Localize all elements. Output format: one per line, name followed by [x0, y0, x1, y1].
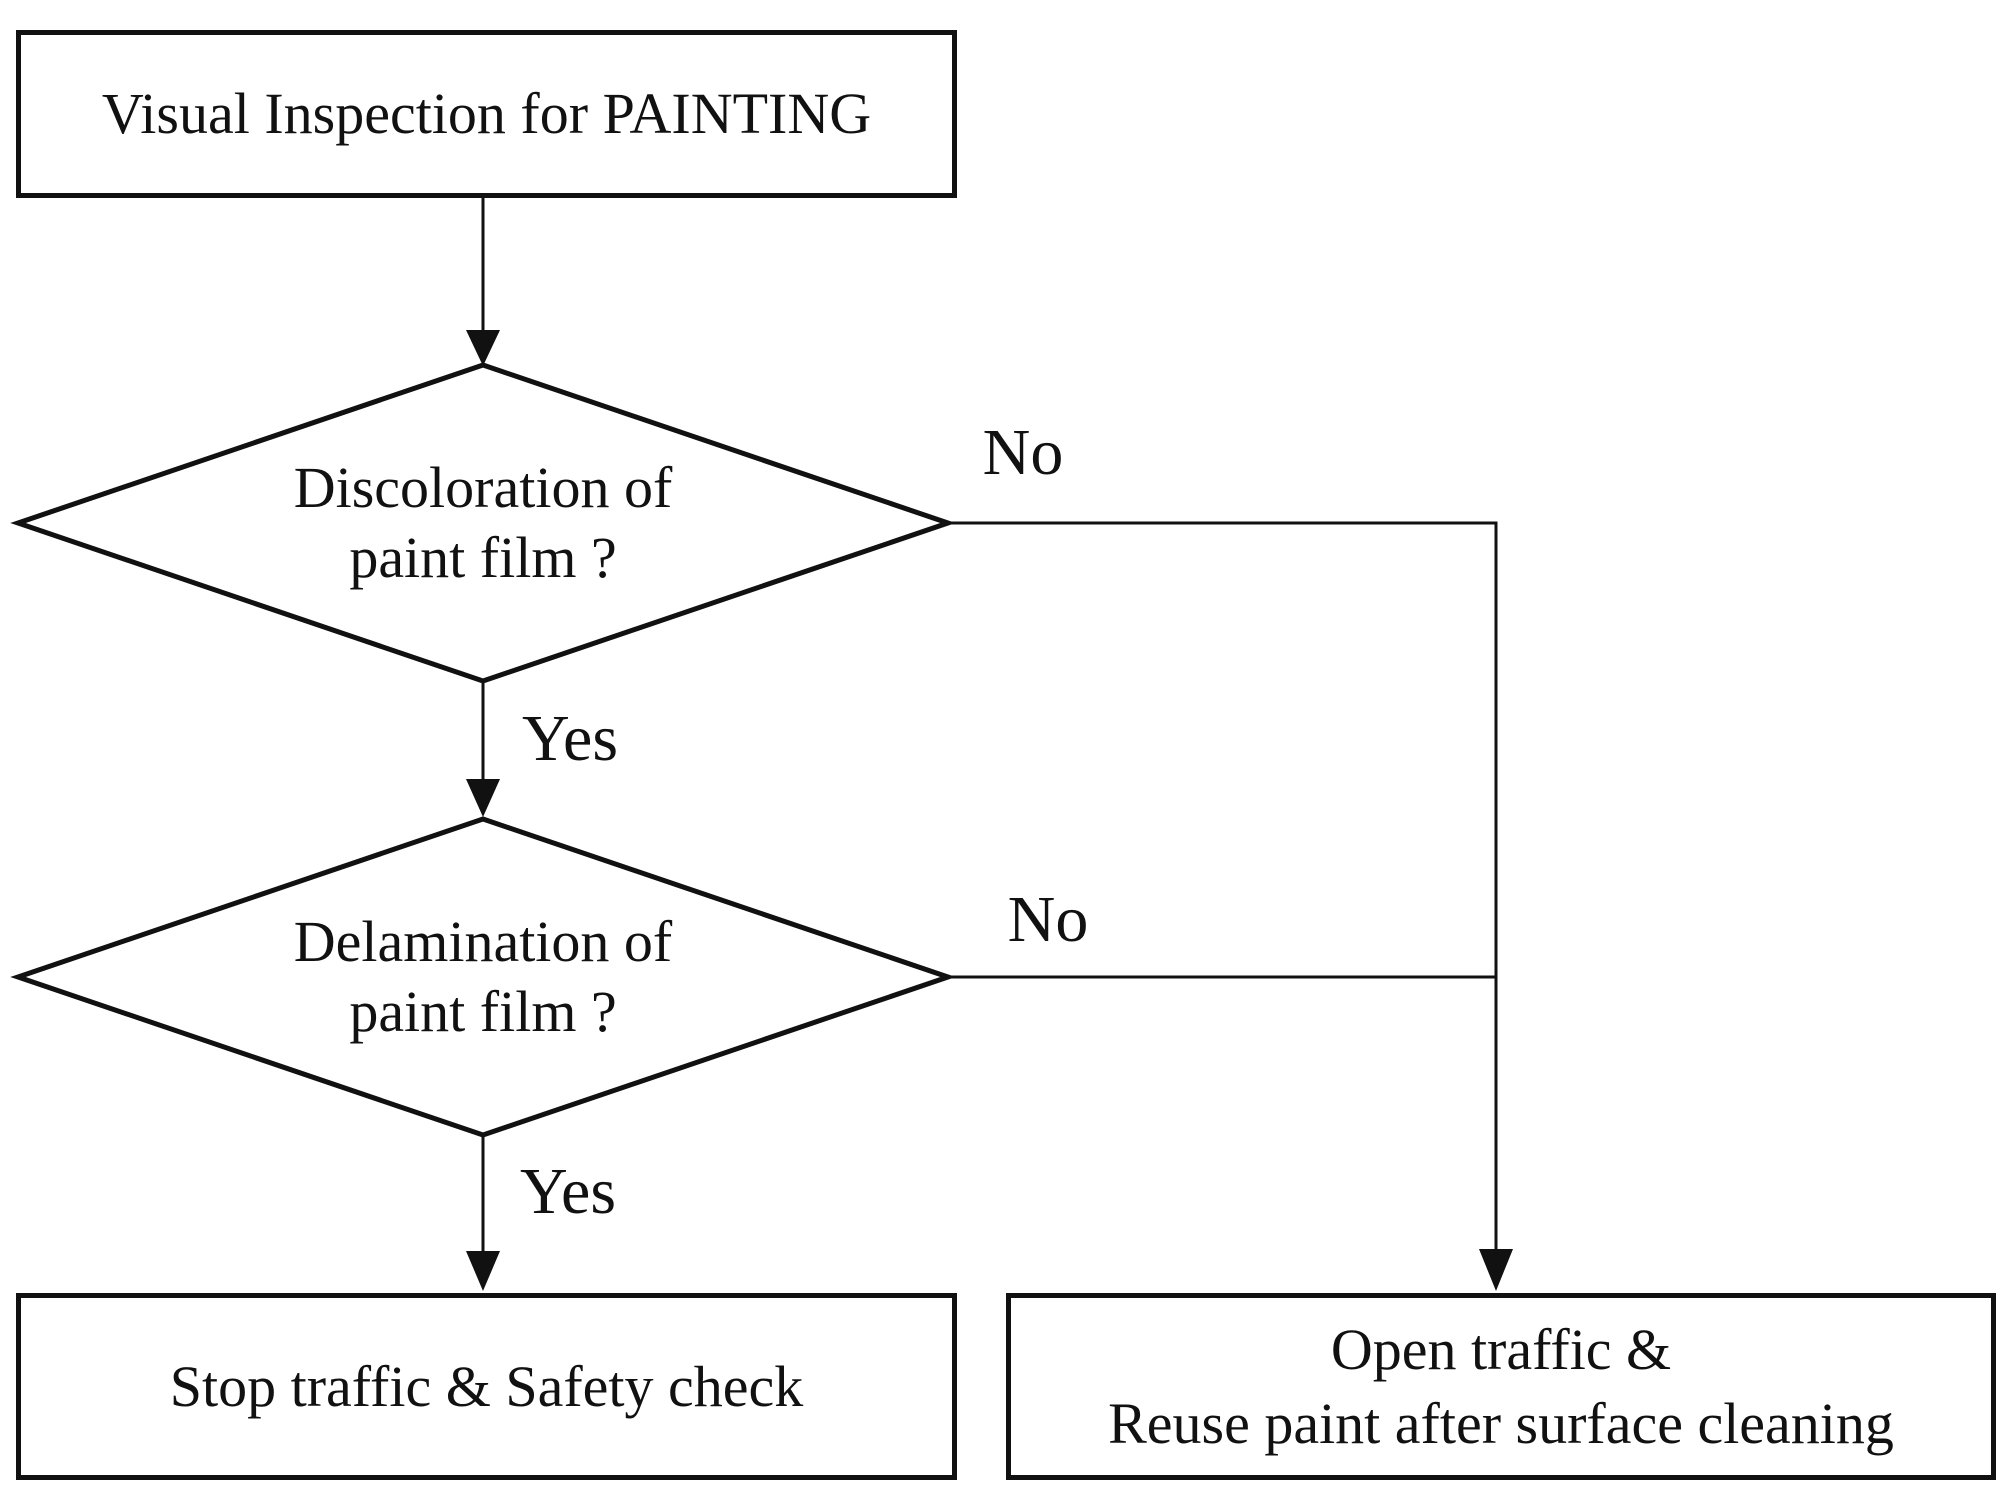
edge-label-delamination-yes: Yes — [519, 1155, 617, 1228]
node-outcome-stop: Stop traffic & Safety check — [16, 1293, 957, 1480]
arrowhead-icon — [466, 330, 500, 366]
node-outcome-open: Open traffic & Reuse paint after surface… — [1006, 1293, 1996, 1480]
arrowhead-icon — [466, 779, 500, 817]
decision-diamond-discoloration — [10, 362, 956, 684]
node-start-label: Visual Inspection for PAINTING — [101, 81, 872, 147]
decision-diamond-delamination — [10, 816, 956, 1138]
edge-label-discoloration-no: No — [982, 416, 1064, 489]
edge-discoloration-no — [948, 521, 1498, 1251]
arrowhead-icon — [1479, 1249, 1513, 1291]
node-decision-delamination-label: Delamination of paint film ? — [133, 867, 833, 1087]
decision-discoloration-line1: Discoloration of — [293, 455, 673, 521]
arrowhead-icon — [466, 1251, 500, 1291]
node-outcome-open-line1: Open traffic & — [1330, 1317, 1672, 1383]
edge-label-discoloration-yes: Yes — [521, 702, 619, 775]
node-decision-discoloration-label: Discoloration of paint film ? — [133, 413, 833, 633]
node-start: Visual Inspection for PAINTING — [16, 30, 957, 198]
edge-label-delamination-no: No — [1007, 883, 1089, 956]
node-outcome-open-line2: Reuse paint after surface cleaning — [1108, 1390, 1894, 1456]
decision-delamination-line2: paint film ? — [349, 979, 617, 1044]
node-outcome-stop-label: Stop traffic & Safety check — [169, 1353, 804, 1419]
decision-discoloration-line2: paint film ? — [349, 525, 617, 590]
decision-delamination-line1: Delamination of — [293, 909, 673, 975]
